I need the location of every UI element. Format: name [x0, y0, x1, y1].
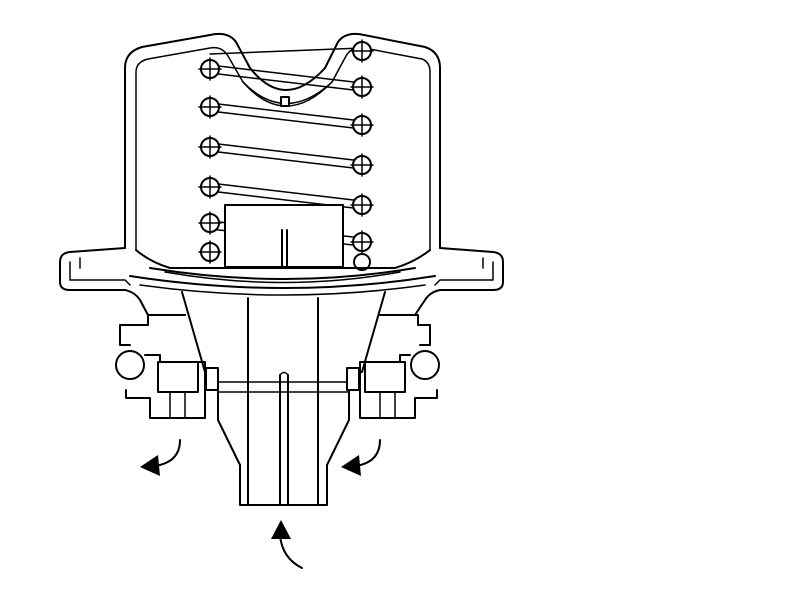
spring-retainer-tab: [280, 96, 290, 107]
spring-coil-sections-right: [350, 39, 374, 271]
flow-arrow-left: [140, 439, 181, 476]
right-seal-housing: [346, 314, 440, 419]
spring-coil-sections-left: [198, 57, 222, 264]
left-seal-housing: [115, 314, 219, 419]
flow-arrow-bottom: [271, 520, 303, 569]
flow-arrow-right: [341, 439, 381, 476]
mounting-flange: [59, 247, 504, 316]
wax-pellet-housing: [224, 204, 344, 268]
